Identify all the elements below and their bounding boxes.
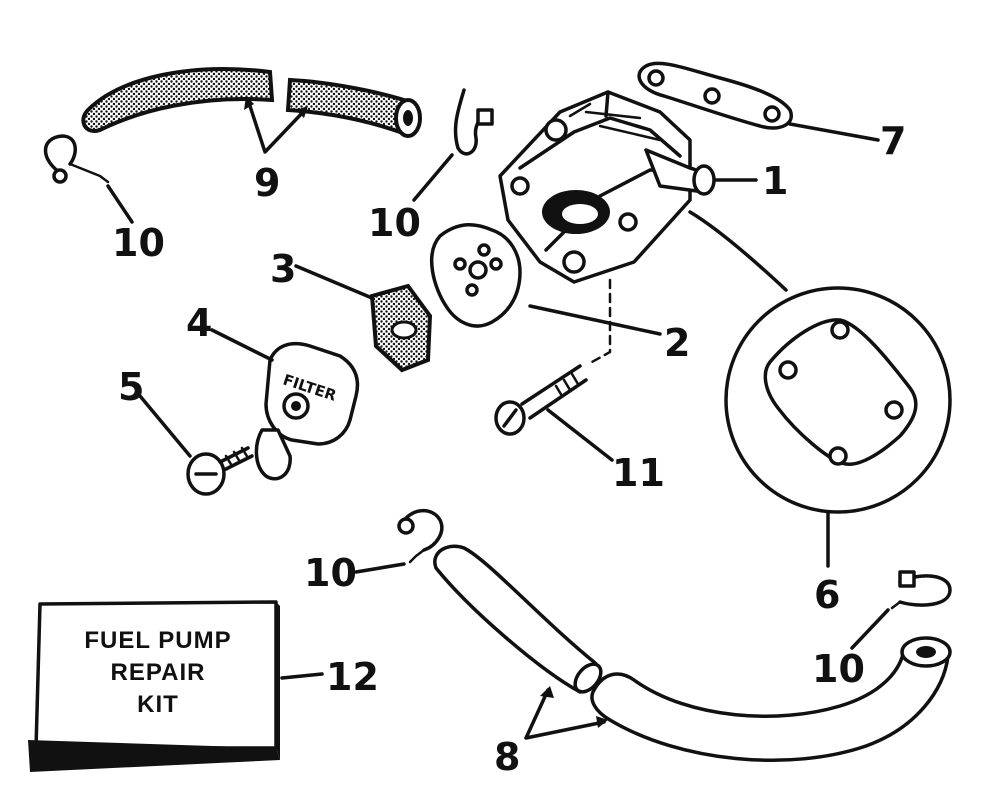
leader-12 — [280, 672, 324, 680]
leader-10d — [850, 608, 890, 650]
part-7-gasket — [637, 61, 793, 130]
part-10-clamp-bottom-right — [890, 570, 952, 610]
part-10-clamp-top-left — [43, 134, 110, 184]
callout-5: 5 — [118, 365, 144, 409]
callout-10-bottom-right: 10 — [812, 647, 865, 691]
callout-10-bottom-center: 10 — [304, 551, 357, 595]
callout-1: 1 — [762, 159, 788, 203]
alignment-guide — [590, 278, 612, 364]
kit-label-line-2: REPAIR — [111, 659, 206, 686]
leader-7 — [788, 122, 880, 142]
leader-2 — [528, 304, 662, 336]
leader-5 — [138, 394, 192, 458]
callout-6: 6 — [814, 573, 840, 617]
leader-3 — [294, 264, 374, 300]
leader-10c — [354, 562, 406, 574]
leader-10a — [106, 184, 134, 224]
part-8-fuel-hose — [433, 544, 952, 763]
part-9-filter-element — [81, 67, 422, 138]
callout-9: 9 — [254, 161, 280, 205]
leader-8 — [524, 686, 608, 740]
part-12-repair-kit-box: FUEL PUMP REPAIR KIT — [28, 600, 280, 772]
part-11-screw — [494, 364, 588, 436]
callout-11: 11 — [612, 451, 665, 495]
part-10-clamp-top-center — [453, 88, 494, 156]
callout-3: 3 — [270, 247, 296, 291]
callout-2: 2 — [664, 321, 690, 365]
callout-8: 8 — [494, 735, 520, 779]
leader-10b — [412, 153, 454, 202]
callout-10-top-left: 10 — [112, 221, 165, 265]
part-5-screw — [186, 446, 254, 496]
kit-label-line-1: FUEL PUMP — [84, 627, 231, 654]
callout-4: 4 — [186, 301, 212, 345]
part-4-filter-cap: FILTER — [254, 341, 360, 481]
part-6-gasket-detail — [688, 210, 952, 514]
callout-10-top-center: 10 — [368, 201, 421, 245]
part-1-fuel-pump-body — [498, 90, 716, 284]
leader-9 — [244, 96, 308, 154]
kit-label-line-3: KIT — [137, 691, 179, 718]
part-2-diaphragm — [429, 223, 522, 328]
callout-7: 7 — [880, 119, 906, 163]
callout-12: 12 — [326, 655, 379, 699]
leader-11 — [546, 408, 614, 462]
leader-4 — [210, 328, 274, 362]
part-3-filter-screen — [369, 283, 433, 373]
part-10-clamp-bottom-center — [397, 509, 444, 564]
